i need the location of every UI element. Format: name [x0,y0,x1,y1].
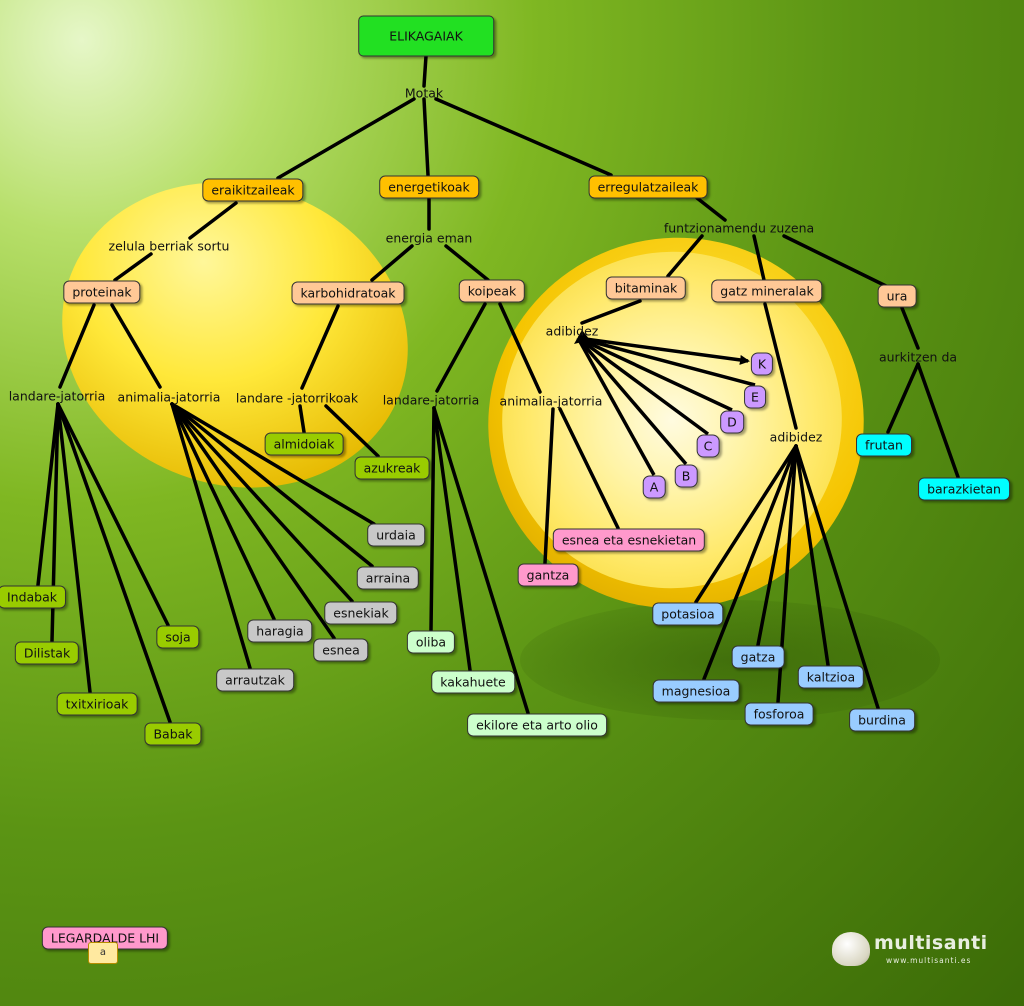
label-energia-eman: energia eman [386,231,473,246]
node-proteinak[interactable]: proteinak [63,281,140,304]
node-erregulatzaileak[interactable]: erregulatzaileak [589,176,708,199]
node-oliba[interactable]: oliba [407,631,455,654]
label-animalia-jatorria-proteins: animalia-jatorria [118,390,221,405]
connector-line [888,364,918,432]
node-ekilore-eta-arto-olio[interactable]: ekilore eta arto olio [467,714,607,737]
node-esnekiak[interactable]: esnekiak [324,602,397,625]
node-gatz-mineralak[interactable]: gatz mineralak [711,280,822,303]
node-haragia[interactable]: haragia [247,620,312,643]
connector-line [115,254,151,280]
label-landare-jatorria-fats: landare-jatorria [383,393,480,408]
shell-icon [832,932,870,966]
label-zelula-berriak-sortu: zelula berriak sortu [109,239,230,254]
label-animalia-jatorria-fats: animalia-jatorria [500,394,603,409]
node-frutan[interactable]: frutan [856,434,912,457]
connector-line [446,246,488,280]
label-landare-jatorria-proteins: landare-jatorria [9,389,106,404]
node-indabak[interactable]: Indabak [0,586,66,609]
label-adibidez-vitamins: adibidez [546,324,599,339]
node-vitamin-k[interactable]: K [751,353,773,376]
connector-line [697,198,725,220]
node-energetikoak[interactable]: energetikoak [379,176,479,199]
brand-logo: multisanti www.multisanti.es [832,930,992,970]
brand-name: multisanti [874,932,988,954]
connector-line [190,203,236,238]
node-elikagaiak[interactable]: ELIKAGAIAK [358,16,494,57]
node-eraikitzaileak[interactable]: eraikitzaileak [202,179,303,202]
node-ura[interactable]: ura [878,285,917,308]
node-kaltzioa[interactable]: kaltzioa [798,666,864,689]
node-vitamin-d[interactable]: D [720,411,744,434]
node-arrautzak[interactable]: arrautzak [216,669,294,692]
node-burdina[interactable]: burdina [849,709,915,732]
connector-line [112,305,160,387]
node-vitamin-e[interactable]: E [744,386,766,409]
node-vitamin-c[interactable]: C [697,435,720,458]
node-esnea[interactable]: esnea [313,639,368,662]
node-esnea-eta-esnekietan[interactable]: esnea eta esnekietan [553,529,705,552]
node-magnesioa[interactable]: magnesioa [653,680,740,703]
connector-line [434,408,528,713]
connector-line [424,99,428,175]
connector-line [60,305,94,387]
node-dilistak[interactable]: Dilistak [15,642,79,665]
connector-line [372,246,412,280]
node-gatza[interactable]: gatza [732,646,785,669]
connector-line [918,364,958,477]
brand-url: www.multisanti.es [886,956,971,965]
connector-line [424,56,426,86]
connector-line [278,99,414,178]
connector-line [784,236,886,286]
node-fosforoa[interactable]: fosforoa [745,703,814,726]
node-urdaia[interactable]: urdaia [367,524,425,547]
connector-line [796,446,828,665]
label-aurkitzen-da: aurkitzen da [879,350,957,365]
connector-line [58,404,168,625]
label-motak: Motak [405,86,443,101]
note-icon[interactable]: a [88,942,118,964]
node-bitaminak[interactable]: bitaminak [606,277,686,300]
node-arraina[interactable]: arraina [357,567,419,590]
node-potasioa[interactable]: potasioa [652,603,723,626]
node-txitxirioak[interactable]: txitxirioak [57,693,138,716]
node-vitamin-a[interactable]: A [643,476,666,499]
connector-line [545,409,553,563]
node-azukreak[interactable]: azukreak [355,457,430,480]
node-kakahuete[interactable]: kakahuete [431,671,515,694]
node-koipeak[interactable]: koipeak [459,280,525,303]
connector-line [902,308,918,348]
connector-line [172,404,372,566]
label-landare-jatorrikoak: landare -jatorrikoak [236,391,358,406]
node-vitamin-b[interactable]: B [675,465,698,488]
node-gantza[interactable]: gantza [518,564,579,587]
node-almidoiak[interactable]: almidoiak [265,433,344,456]
connector-line [431,408,434,630]
connector-line [300,406,304,432]
connector-line [754,236,764,280]
connector-line [437,304,485,391]
node-karbohidratoak[interactable]: karbohidratoak [292,282,405,305]
node-soja[interactable]: soja [156,626,199,649]
node-babak[interactable]: Babak [144,723,201,746]
node-barazkietan[interactable]: barazkietan [918,478,1010,501]
label-adibidez-minerals: adibidez [770,430,823,445]
connector-line [668,236,702,276]
connector-line [302,306,338,388]
connector-line [436,99,611,175]
label-funtzionamendu-zuzena: funtzionamendu zuzena [664,221,814,236]
connector-line [500,304,540,392]
connector-line [582,301,640,323]
connector-line [560,409,618,528]
